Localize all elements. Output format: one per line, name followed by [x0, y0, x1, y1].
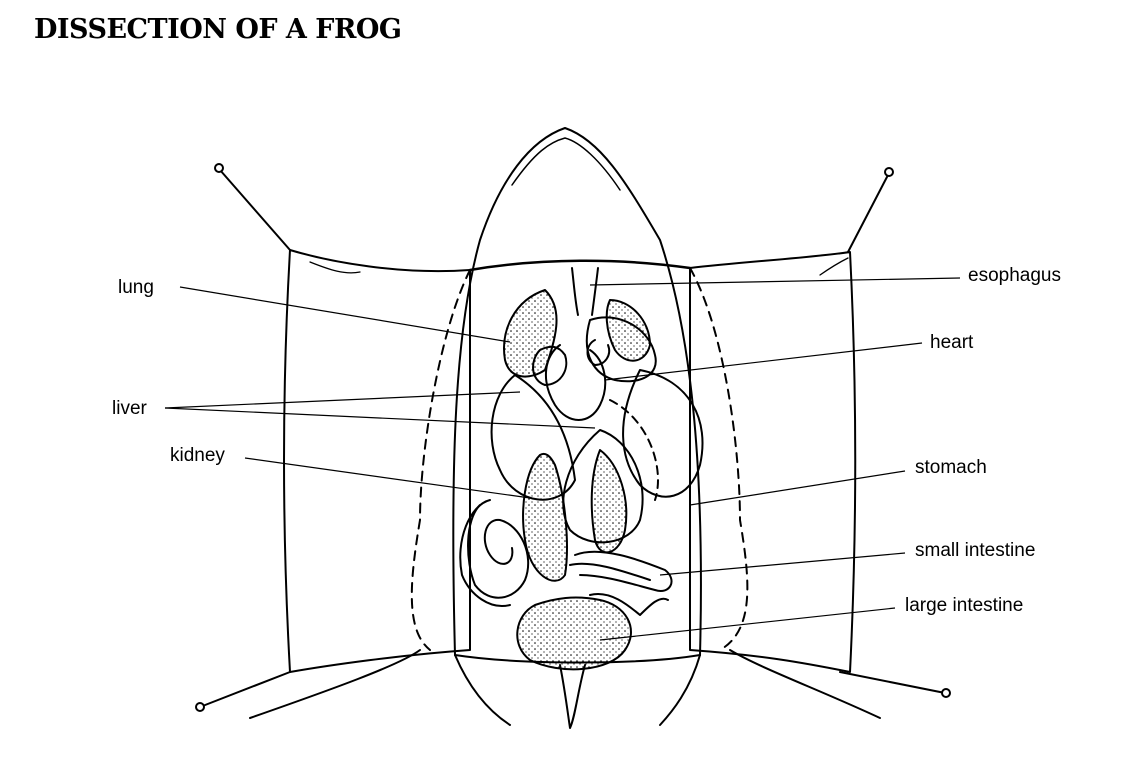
- body-wall-outline: [410, 269, 471, 651]
- small-intestine: [467, 504, 530, 599]
- frog-head: [452, 127, 702, 656]
- label-liver: liver: [112, 398, 147, 419]
- left-skin-flap: [283, 249, 471, 673]
- label-large-intestine: large intestine: [905, 595, 1024, 616]
- heart: [544, 344, 607, 421]
- diagram-title: DISSECTION OF A FROG: [34, 14, 402, 45]
- pin-bottom-left: [195, 671, 291, 712]
- lung: [503, 289, 558, 378]
- pin-bottom-right: [839, 671, 951, 698]
- esophagus: [571, 267, 579, 316]
- label-small-intestine: small intestine: [915, 540, 1036, 561]
- label-lung: lung: [118, 277, 154, 298]
- label-stomach: stomach: [915, 457, 987, 478]
- label-esophagus: esophagus: [968, 265, 1061, 286]
- pin-top-left: [214, 163, 291, 251]
- label-heart: heart: [930, 332, 974, 353]
- pin-top-right: [847, 167, 894, 253]
- label-kidney: kidney: [170, 445, 225, 466]
- right-skin-flap: [689, 251, 857, 673]
- kidney: [522, 452, 568, 582]
- large-intestine: [516, 596, 632, 671]
